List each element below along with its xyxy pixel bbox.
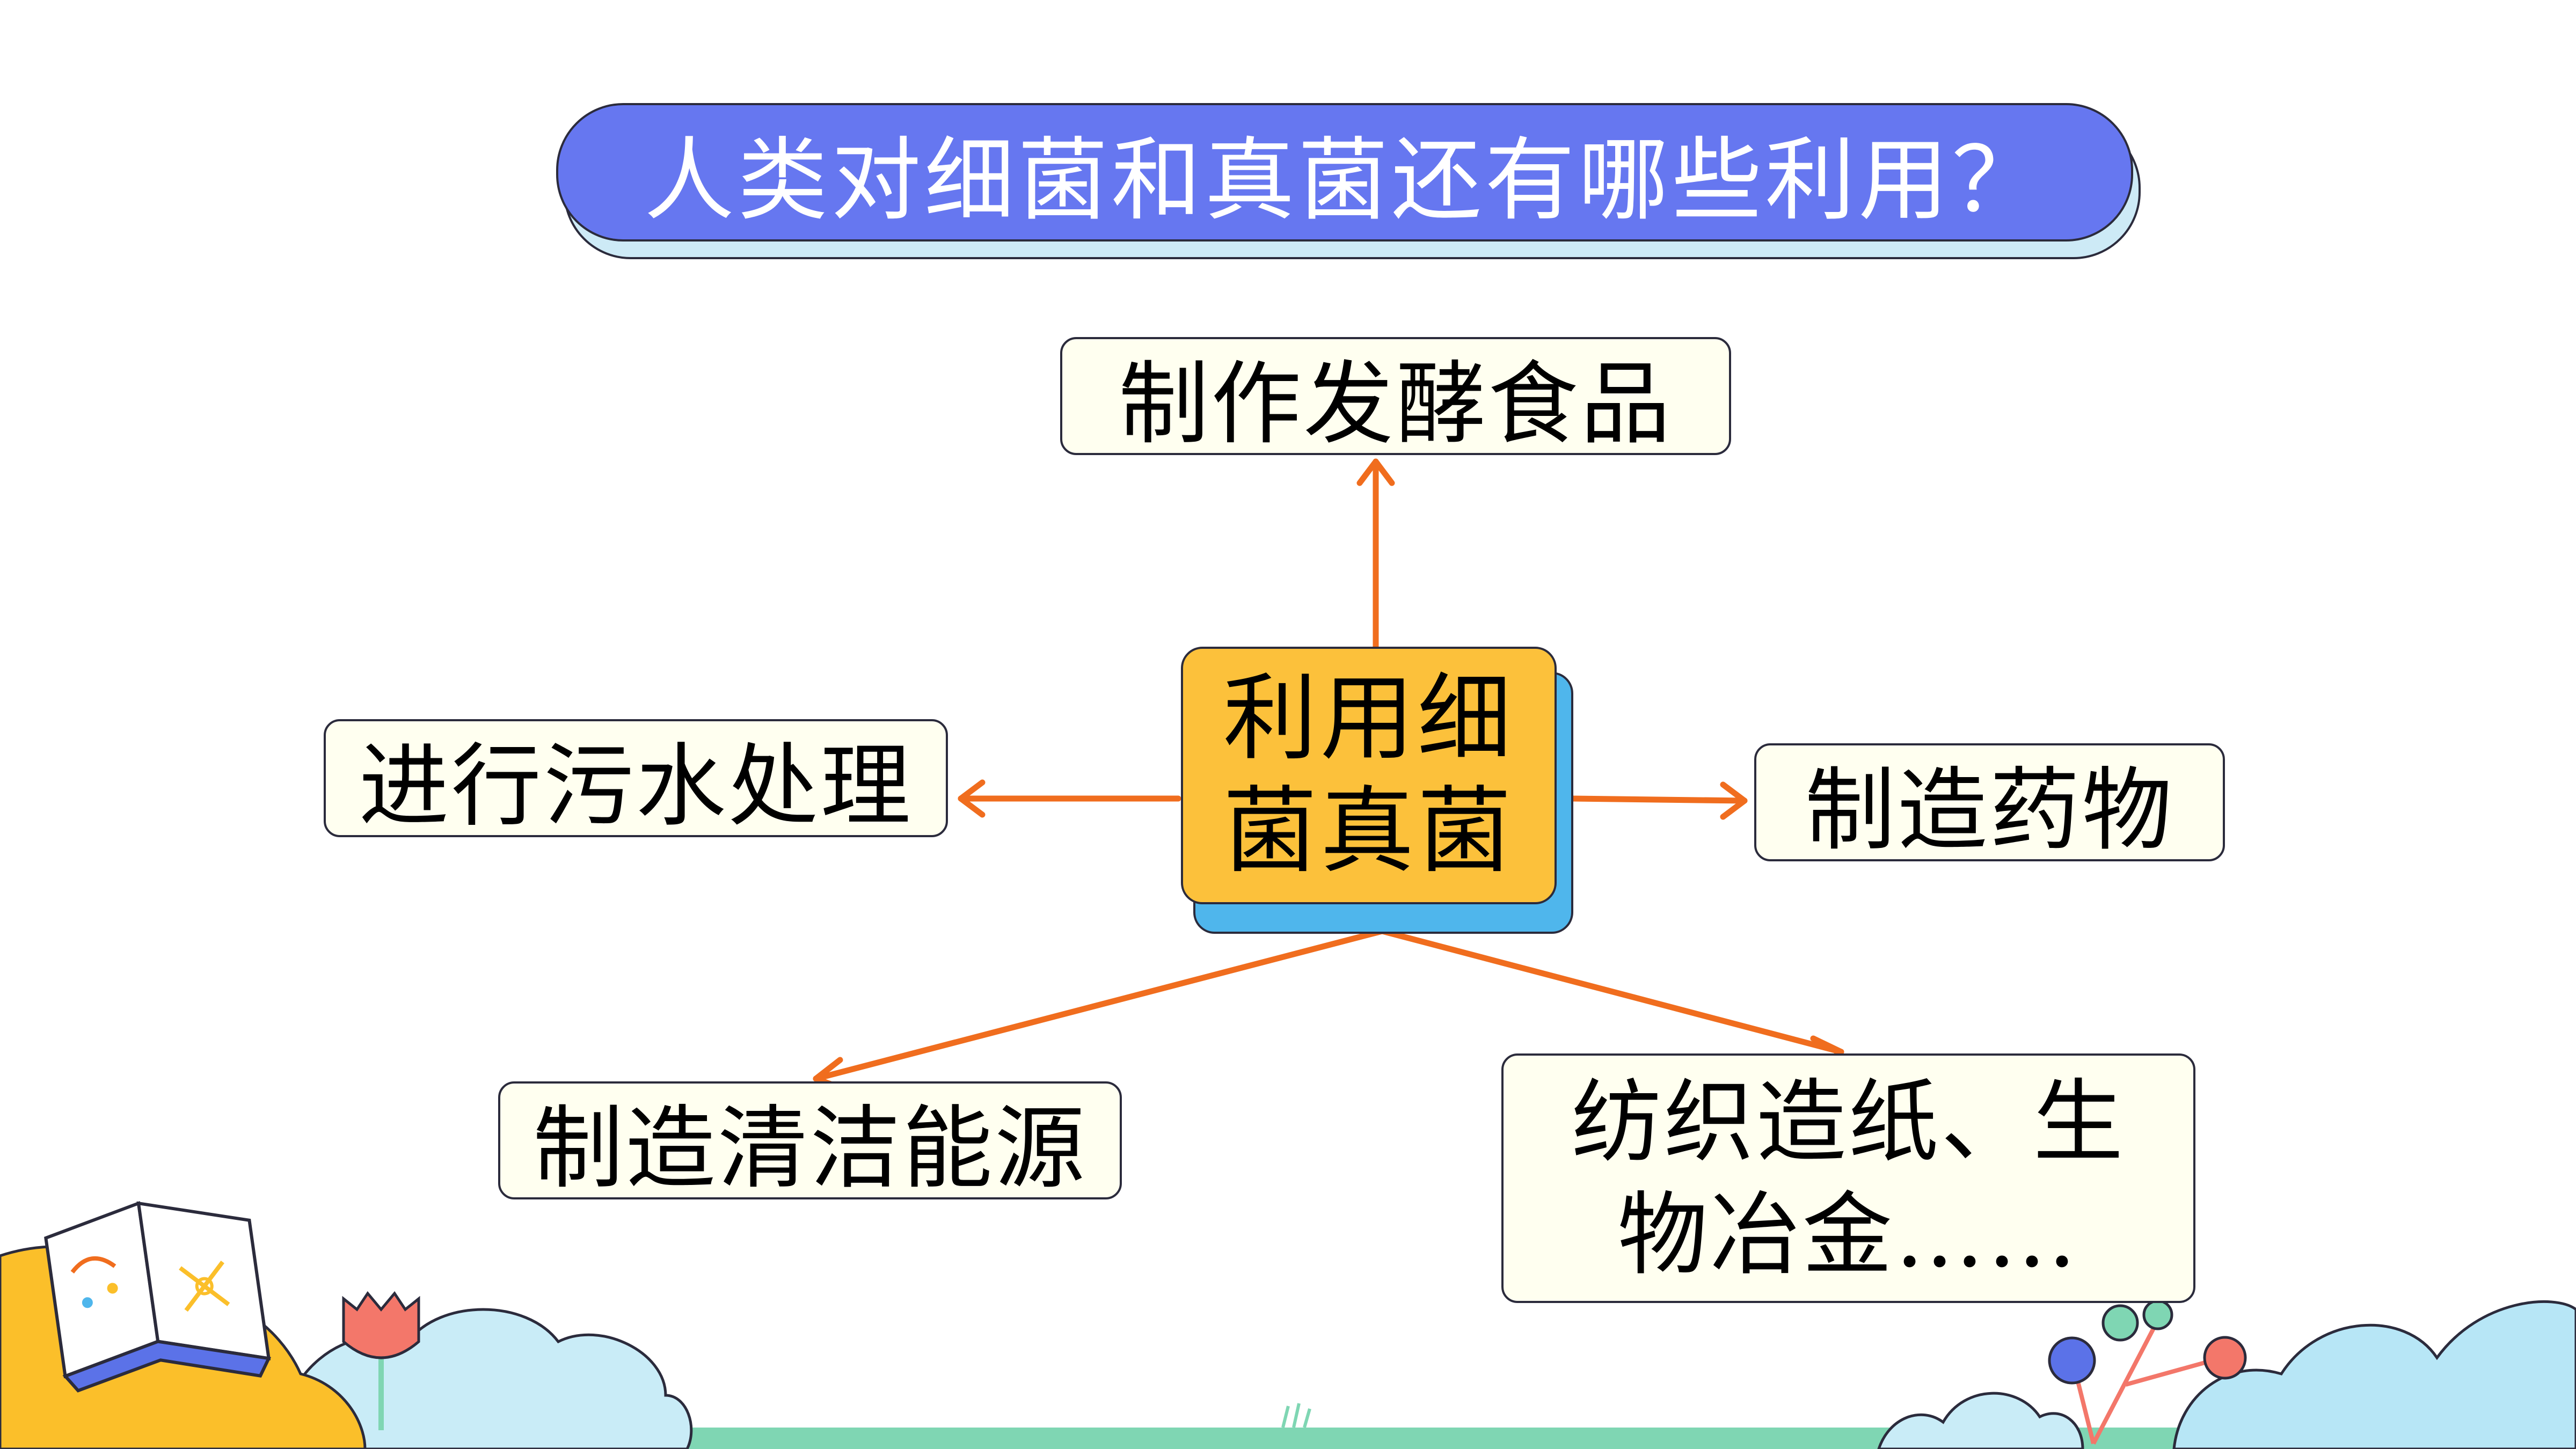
grass-icon bbox=[1281, 1403, 1311, 1428]
arrow-to-bottom-right bbox=[1379, 928, 1844, 1055]
center-node-label: 利用细 菌真菌 bbox=[1223, 664, 1515, 886]
node-left-label: 进行污水处理 bbox=[359, 733, 913, 839]
node-top-label: 制作发酵食品 bbox=[1119, 351, 1673, 457]
node-bottom-right: 纺织造纸、生 物冶金…… bbox=[1501, 1053, 2195, 1303]
arrowhead-right bbox=[1720, 781, 1748, 820]
page-title: 人类对细菌和真菌还有哪些利用？ bbox=[644, 127, 2045, 233]
open-book-icon bbox=[44, 1201, 272, 1393]
node-right: 制造药物 bbox=[1754, 743, 2225, 863]
arrow-to-bottom-left bbox=[813, 928, 1385, 1082]
node-bottom-right-label: 纺织造纸、生 物冶金…… bbox=[1571, 1069, 2126, 1287]
arrowhead-left bbox=[958, 779, 986, 818]
center-node: 利用细 菌真菌 bbox=[1181, 647, 1557, 904]
title-banner: 人类对细菌和真菌还有哪些利用？ bbox=[556, 103, 2133, 241]
node-top: 制作发酵食品 bbox=[1060, 337, 1731, 457]
arrowhead-top bbox=[1356, 458, 1395, 486]
tulip-flower-icon bbox=[342, 1291, 420, 1430]
node-bottom-left-label: 制造清洁能源 bbox=[533, 1095, 1087, 1201]
node-right-label: 制造药物 bbox=[1805, 757, 2174, 863]
node-bottom-left: 制造清洁能源 bbox=[498, 1081, 1122, 1201]
right-cloud-icon bbox=[1877, 1300, 2576, 1449]
arrow-to-right bbox=[1570, 795, 1748, 804]
node-left: 进行污水处理 bbox=[324, 719, 948, 839]
